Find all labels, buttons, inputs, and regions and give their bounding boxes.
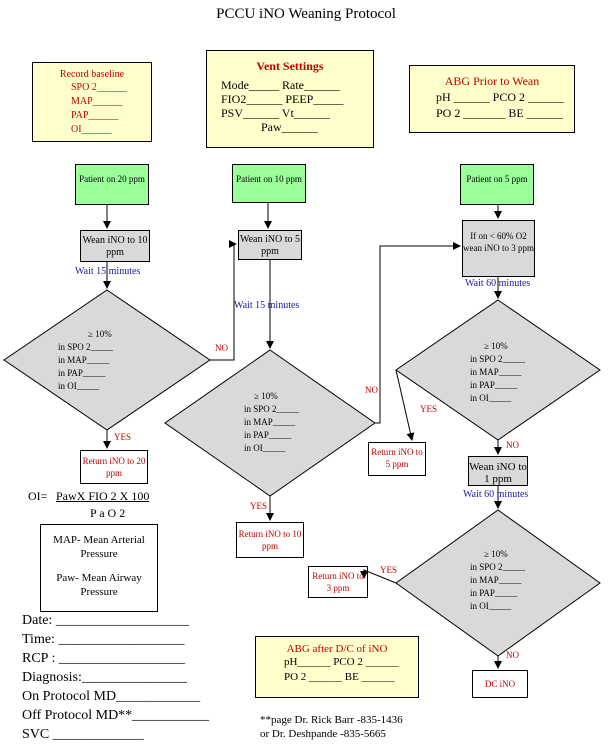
criteria-spo2: in SPO 2_____ xyxy=(58,342,114,352)
abg-after-row-2: PO 2 ______ BE ______ xyxy=(284,671,395,683)
abg-after-row-1: pH______ PCO 2 ______ xyxy=(284,656,399,668)
abg-after-box: ABG after D/C of iNO pH______ PCO 2 ____… xyxy=(255,636,419,698)
no-label-3: NO xyxy=(506,440,519,450)
abg-prior-heading: ABG Prior to Wean xyxy=(444,74,540,88)
vent-row-paw: Paw______ xyxy=(261,120,318,134)
discontinue-ino-box: DC iNO xyxy=(472,670,528,698)
criteria-pap: in PAP_____ xyxy=(470,588,518,598)
wait-60-label-2: Wait 60 minutes xyxy=(463,489,529,500)
yes-label-4: YES xyxy=(380,565,398,575)
legend-paw: Paw- Mean Airway Pressure xyxy=(56,572,142,598)
criteria-change: ≥ 10% xyxy=(254,391,278,401)
criteria-map: in MAP_____ xyxy=(470,367,522,377)
yes-label-2: YES xyxy=(250,501,268,511)
wean-to-3-box: If on < 60% O2 wean iNO to 3 ppm xyxy=(462,220,535,277)
criteria-map: in MAP_____ xyxy=(470,575,522,585)
criteria-change: ≥ 10% xyxy=(88,329,112,339)
vent-heading: Vent Settings xyxy=(256,59,324,73)
rcp-field[interactable]: RCP : __________________ xyxy=(22,651,185,666)
vent-row-fio2: FIO2______ PEEP_____ xyxy=(221,92,344,106)
patient-on-20-box: Patient on 20 ppm xyxy=(75,164,149,205)
no-label-2: NO xyxy=(365,385,378,395)
record-baseline-box: Record baseline SPO 2______ MAP______ PA… xyxy=(32,62,152,142)
abbreviation-legend-box: MAP- Mean Arterial Pressure Paw- Mean Ai… xyxy=(40,524,158,612)
abg-prior-row-1: pH ______ PCO 2 ______ xyxy=(436,90,565,104)
no-label-4: NO xyxy=(506,650,519,660)
baseline-heading: Record baseline xyxy=(59,69,125,80)
criteria-change: ≥ 10% xyxy=(484,549,508,559)
criteria-map: in MAP_____ xyxy=(58,355,110,365)
yes-label-3: YES xyxy=(420,404,438,414)
patient-on-10-box: Patient on 10 ppm xyxy=(232,164,306,203)
baseline-pap: PAP______ xyxy=(71,110,119,121)
wait-60-label-1: Wait 60 minutes xyxy=(465,278,531,289)
page-doctor-note: **page Dr. Rick Barr -835-1436 or Dr. De… xyxy=(260,713,403,741)
criteria-pap: in PAP_____ xyxy=(470,380,518,390)
svc-field[interactable]: SVC _____________ xyxy=(22,727,144,742)
page-note-line-2: or Dr. Deshpande -835-5665 xyxy=(260,728,386,740)
criteria-oi: in OI_____ xyxy=(244,443,286,453)
on-protocol-md-field[interactable]: On Protocol MD____________ xyxy=(22,689,201,704)
return-to-10-box: Return iNO to 10 ppm xyxy=(236,522,304,558)
criteria-change: ≥ 10% xyxy=(484,341,508,351)
abg-prior-row-2: PO 2 _______ BE ______ xyxy=(436,106,563,120)
time-field[interactable]: Time: __________________ xyxy=(22,632,185,647)
wean-to-1-box: Wean iNO to 1 ppm xyxy=(468,456,528,486)
criteria-pap: in PAP_____ xyxy=(244,430,292,440)
vent-row-psv: PSV______ Vt______ xyxy=(221,106,330,120)
yes-label-1: YES xyxy=(114,432,132,442)
criteria-oi: in OI_____ xyxy=(58,381,100,391)
vent-settings-box: Vent Settings Mode_____ Rate______ FIO2_… xyxy=(206,50,374,148)
abg-after-heading: ABG after D/C of iNO xyxy=(286,643,388,655)
criteria-pap: in PAP_____ xyxy=(58,368,106,378)
criteria-spo2: in SPO 2_____ xyxy=(470,354,526,364)
vent-row-mode: Mode_____ Rate______ xyxy=(221,78,340,92)
abg-prior-box: ABG Prior to Wean pH ______ PCO 2 ______… xyxy=(409,65,575,133)
criteria-map: in MAP_____ xyxy=(244,417,296,427)
wean-to-10-box: Wean iNO to 10 ppm xyxy=(80,230,150,262)
date-field[interactable]: Date: ___________________ xyxy=(22,613,189,628)
return-to-20-box: Return iNO to 20 ppm xyxy=(80,450,148,484)
baseline-spo2: SPO 2______ xyxy=(71,82,127,93)
oi-formula-denominator: P a O 2 xyxy=(90,506,126,520)
oi-formula-numerator: PawX FIO 2 X 100 xyxy=(56,489,150,503)
return-to-5-box: Return iNO to 5 ppm xyxy=(368,442,426,476)
oi-formula-lhs: OI= xyxy=(28,489,48,503)
wean-to-5-box: Wean iNO to 5 ppm xyxy=(238,230,302,260)
wait-15-label-2: Wait 15 minutes xyxy=(234,300,300,311)
no-label-1: NO xyxy=(215,343,228,353)
legend-map: MAP- Mean Arterial Pressure xyxy=(53,534,145,560)
criteria-spo2: in SPO 2_____ xyxy=(470,562,526,572)
criteria-spo2: in SPO 2_____ xyxy=(244,404,300,414)
patient-on-5-box: Patient on 5 ppm xyxy=(460,164,534,205)
criteria-oi: in OI_____ xyxy=(470,393,512,403)
off-protocol-md-field[interactable]: Off Protocol MD**___________ xyxy=(22,708,210,723)
baseline-map: MAP______ xyxy=(71,96,123,107)
wait-15-label-1: Wait 15 minutes xyxy=(75,266,141,277)
diagnosis-field[interactable]: Diagnosis:_______________ xyxy=(22,670,187,685)
criteria-oi: in OI_____ xyxy=(470,601,512,611)
page-title: PCCU iNO Weaning Protocol xyxy=(216,6,396,22)
page-note-line-1: **page Dr. Rick Barr -835-1436 xyxy=(260,714,403,726)
return-to-3-box: Return iNO to 3 ppm xyxy=(308,566,368,598)
baseline-oi: OI______ xyxy=(71,124,112,135)
